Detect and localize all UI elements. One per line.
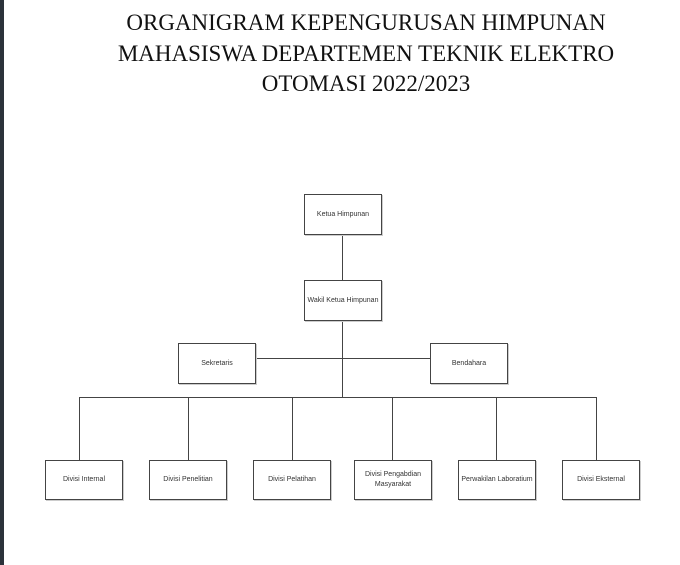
title-line-2: MAHASISWA DEPARTEMEN TEKNIK ELEKTRO: [117, 40, 615, 66]
window-edge: [0, 0, 4, 565]
connector: [188, 397, 189, 460]
connector: [392, 397, 393, 460]
wakil-box: Wakil Ketua Himpunan: [304, 280, 382, 321]
document-title: ORGANIGRAM KEPENGURUSAN HIMPUNAN MAHASIS…: [60, 8, 672, 100]
division-box: Divisi Pelatihan: [253, 460, 331, 500]
division-box: Divisi Internal: [45, 460, 123, 500]
connector: [79, 397, 80, 460]
connector: [596, 397, 597, 460]
title-line-3: OTOMASI 2022/2023: [261, 71, 471, 96]
connector: [342, 234, 343, 280]
ketua-box: Ketua Himpunan: [304, 194, 382, 235]
division-box: Perwakilan Laboratium: [458, 460, 536, 500]
bendahara-box: Bendahara: [430, 343, 508, 384]
sekretaris-box: Sekretaris: [178, 343, 256, 384]
title-line-1: ORGANIGRAM KEPENGURUSAN HIMPUNAN: [126, 10, 606, 35]
division-box: Divisi Eksternal: [562, 460, 640, 500]
division-box: Divisi Pengabdian Masyarakat: [354, 460, 432, 500]
connector: [79, 397, 597, 398]
division-box: Divisi Penelitian: [149, 460, 227, 500]
connector: [292, 397, 293, 460]
connector: [496, 397, 497, 460]
connector: [255, 358, 430, 359]
